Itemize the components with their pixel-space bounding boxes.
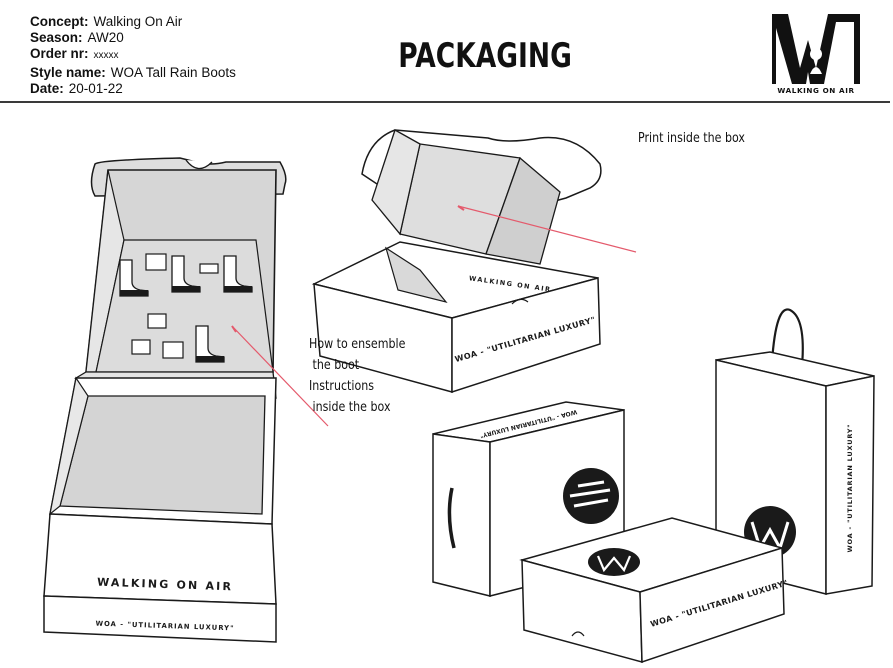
callout-pointers — [231, 205, 637, 427]
print-inside-callout: Print inside the box — [638, 130, 745, 146]
assembly-steps-print — [119, 253, 253, 363]
document-header: Concept:Walking On Air Season:AW20 Order… — [0, 0, 893, 104]
shopping-bag: WOA - "UTILITARIAN LUXURY" — [715, 308, 875, 595]
open-mailer-box: WALKING ON AIR WOA - "UTILITARIAN LUXURY… — [311, 129, 602, 394]
spec-block: Concept:Walking On Air Season:AW20 Order… — [30, 14, 236, 97]
order-value: xxxxx — [93, 50, 119, 62]
style-value: WOA Tall Rain Boots — [110, 64, 236, 80]
order-row: Order nr:xxxxx — [30, 46, 119, 62]
header-divider — [0, 101, 890, 103]
brand-logo: WALKING ON AIR — [772, 14, 860, 95]
concept-row: Concept:Walking On Air — [30, 14, 183, 29]
lid-shoebox: WOA - "UTILITARIAN LUXURY" — [519, 517, 789, 664]
season-row: Season:AW20 — [30, 30, 124, 46]
style-row: Style name:WOA Tall Rain Boots — [30, 64, 236, 80]
logo-wordmark: WALKING ON AIR — [777, 86, 854, 95]
bag-side-slogan: WOA - "UTILITARIAN LUXURY" — [846, 424, 854, 553]
concept-value: Walking On Air — [93, 14, 183, 29]
page-title: PACKAGING — [398, 36, 572, 76]
date-row: Date:20-01-22 — [30, 80, 123, 96]
open-instruction-box: WALKING ON AIR WOA - "UTILITARIAN LUXURY… — [43, 157, 287, 643]
assembly-instructions-callout: How to ensemble the boot Instructions in… — [309, 336, 406, 415]
season-value: AW20 — [87, 30, 124, 46]
box-brand-print: WALKING ON AIR — [97, 576, 233, 594]
date-value: 20-01-22 — [68, 80, 123, 96]
packaging-illustration: WALKING ON AIR WOA - "UTILITARIAN LUXURY… — [43, 129, 875, 664]
